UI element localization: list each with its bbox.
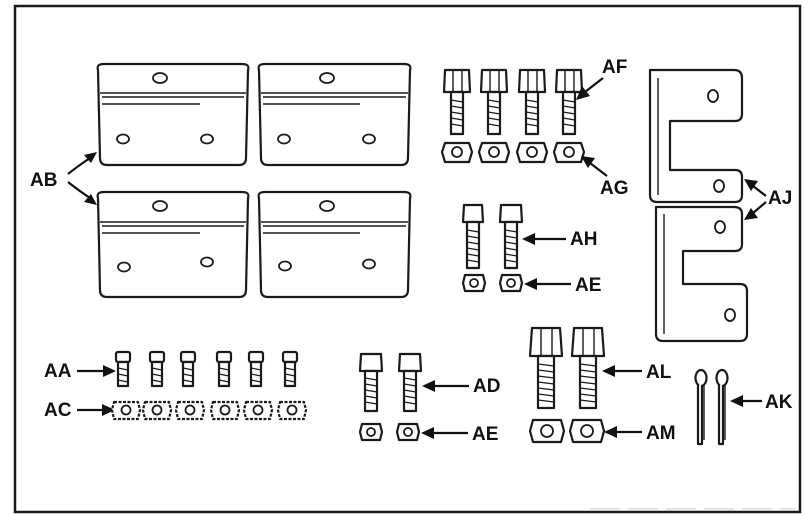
arrow-aa	[77, 365, 116, 377]
nuts-ae-lower	[360, 424, 419, 440]
label-ae-lower: AE	[472, 424, 498, 445]
bracket-ab-1	[98, 64, 249, 165]
label-ab: AB	[30, 170, 57, 191]
arrow-al	[602, 365, 642, 377]
arrow-ae-lower	[421, 427, 468, 439]
label-ad: AD	[473, 376, 500, 397]
bracket-aj	[650, 70, 747, 341]
label-aa: AA	[44, 361, 72, 382]
nuts-ag	[442, 143, 584, 162]
label-ac: AC	[44, 400, 72, 421]
bracket-ab-2	[259, 64, 411, 165]
screws-aa	[116, 352, 297, 386]
label-af: AF	[602, 57, 627, 78]
bolts-al	[530, 328, 604, 408]
lock-nuts-ac	[112, 402, 306, 419]
label-ag: AG	[600, 178, 629, 199]
arrow-ag	[581, 156, 607, 176]
arrow-ab-upper	[68, 152, 97, 174]
nuts-ae-upper	[463, 275, 522, 291]
cotter-pins-ak	[696, 370, 728, 444]
arrow-ab-lower	[68, 182, 97, 205]
arrow-ad	[422, 380, 469, 392]
bracket-ab-3	[98, 192, 249, 297]
label-am: AM	[646, 423, 676, 444]
arrow-am	[604, 426, 642, 438]
arrow-aj-lower	[744, 202, 766, 220]
bracket-ab-4	[259, 192, 411, 297]
label-ak: AK	[765, 392, 793, 413]
arrow-ac	[77, 404, 115, 416]
label-aj: AJ	[768, 188, 792, 209]
bolts-af	[444, 70, 582, 134]
label-al: AL	[646, 362, 672, 383]
arrow-aj-upper	[744, 179, 766, 196]
nuts-am	[530, 420, 604, 442]
label-ah: AH	[570, 229, 597, 250]
arrow-ae-upper	[524, 278, 571, 290]
arrow-ah	[522, 233, 566, 245]
label-ae-upper: AE	[575, 275, 601, 296]
bolts-ad	[360, 354, 421, 411]
arrow-ak	[730, 395, 762, 407]
bolts-ah	[463, 205, 522, 268]
